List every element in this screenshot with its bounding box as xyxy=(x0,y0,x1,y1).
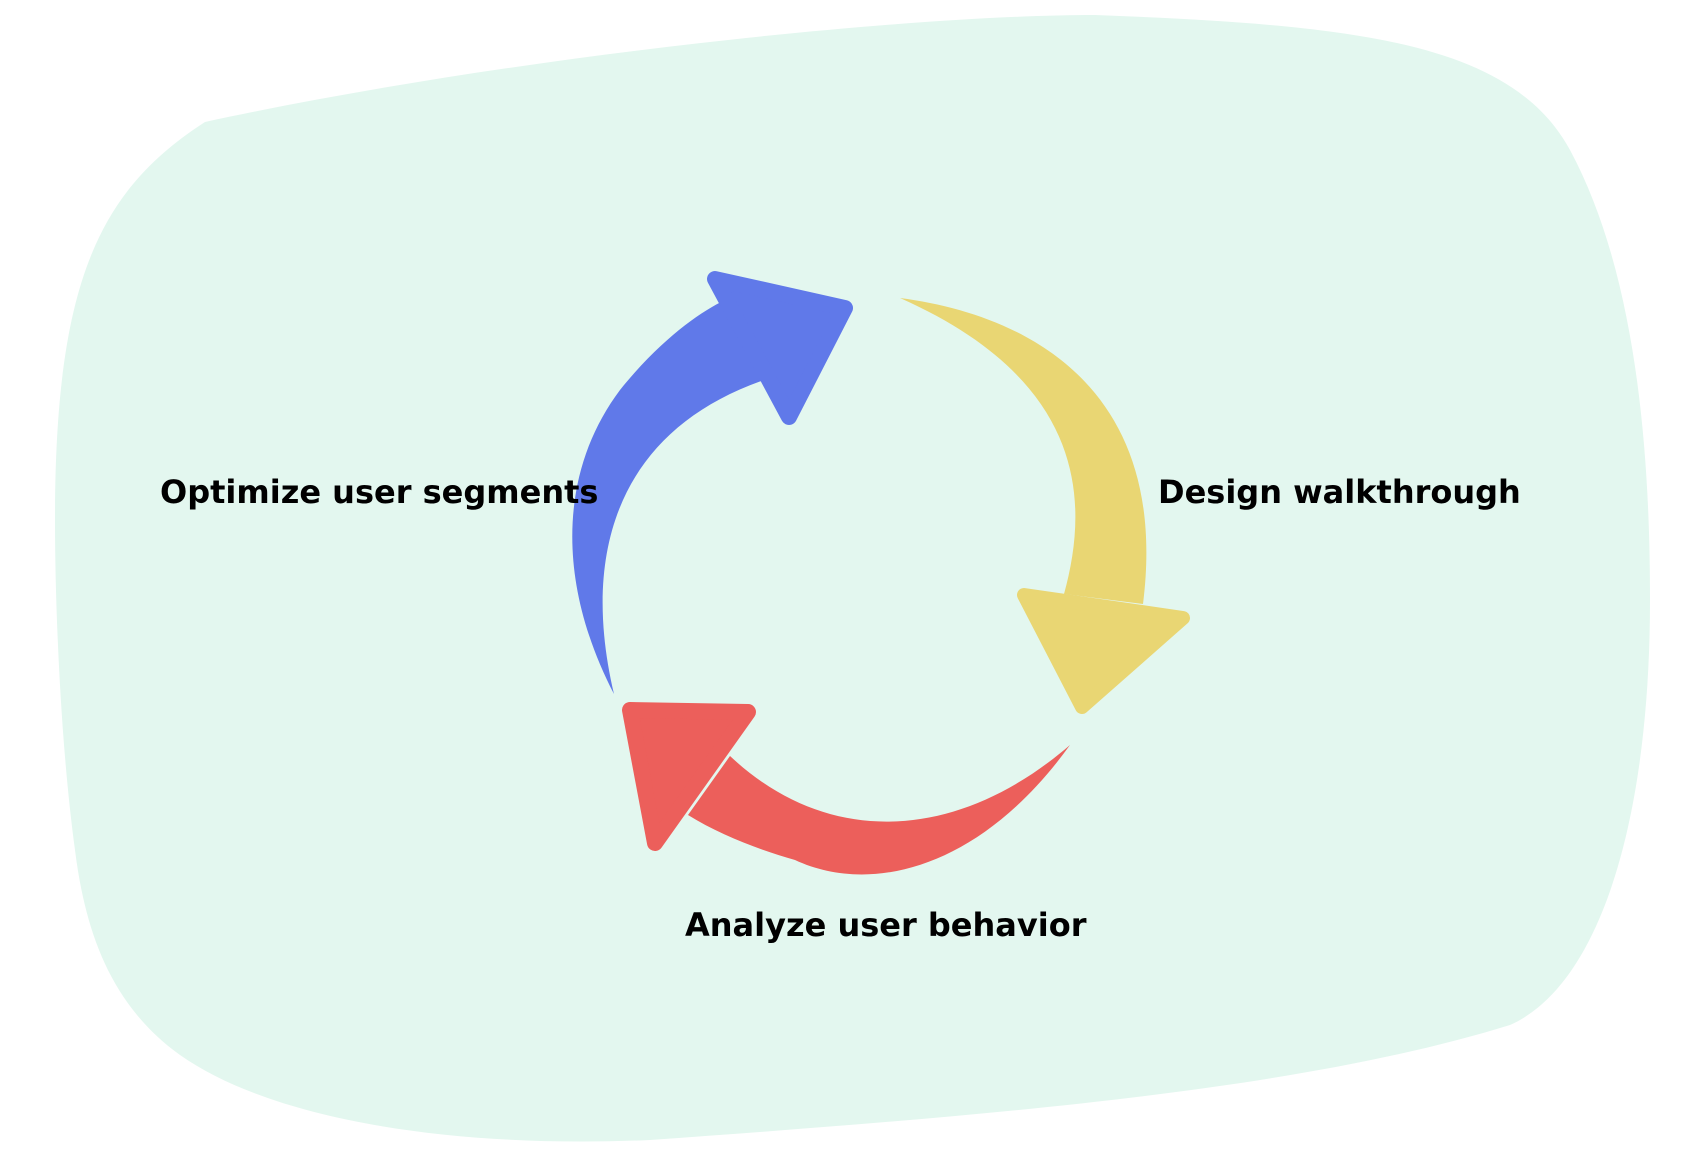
arrow-step-3 xyxy=(572,271,853,694)
arrow-step-2-body xyxy=(688,745,1070,875)
step-label-design-walkthrough: Design walkthrough xyxy=(1158,473,1521,511)
arrow-step-2 xyxy=(622,702,1070,875)
arrow-step-3-body xyxy=(572,300,764,694)
step-label-optimize-user-segments: Optimize user segments xyxy=(160,473,599,511)
arrow-step-2-head xyxy=(622,702,756,851)
arrow-step-3-head xyxy=(707,271,853,425)
arrow-step-1-head xyxy=(1017,588,1190,714)
arrow-step-1 xyxy=(900,298,1190,714)
arrow-step-1-body xyxy=(900,298,1147,604)
background-blob xyxy=(55,15,1650,1142)
step-label-analyze-user-behavior: Analyze user behavior xyxy=(685,906,1087,944)
